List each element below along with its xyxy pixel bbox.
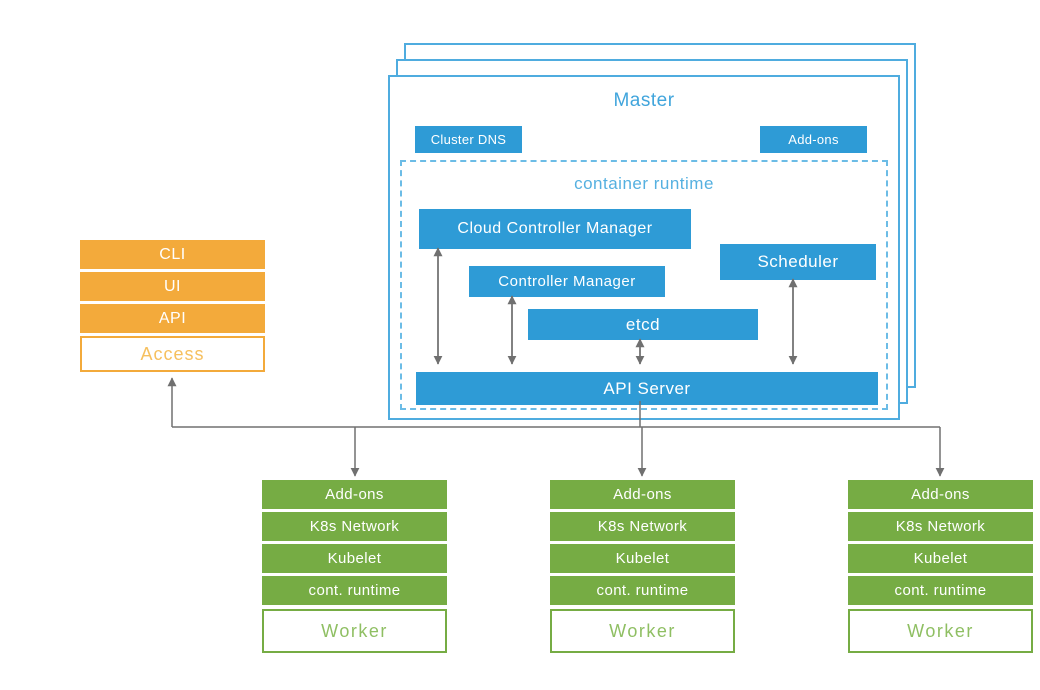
master-box: Master Cluster DNS Add-ons container run… xyxy=(388,75,900,420)
api-node: API xyxy=(80,304,265,333)
scheduler-node: Scheduler xyxy=(720,244,876,280)
worker1-label: Worker xyxy=(262,609,447,653)
worker3-k8s-network-row: K8s Network xyxy=(848,512,1033,541)
etcd-node: etcd xyxy=(528,309,758,340)
worker-node-3: Add-ons K8s Network Kubelet cont. runtim… xyxy=(848,480,1033,655)
container-runtime-title: container runtime xyxy=(574,174,714,193)
worker1-kubelet-row: Kubelet xyxy=(262,544,447,573)
cli-node: CLI xyxy=(80,240,265,269)
addons-node-master: Add-ons xyxy=(760,126,867,153)
cloud-controller-manager-node: Cloud Controller Manager xyxy=(419,209,691,249)
worker2-addons-row: Add-ons xyxy=(550,480,735,509)
worker2-kubelet-row: Kubelet xyxy=(550,544,735,573)
container-runtime-box: container runtime Cloud Controller Manag… xyxy=(400,160,888,410)
worker3-cont-runtime-row: cont. runtime xyxy=(848,576,1033,605)
worker-node-2: Add-ons K8s Network Kubelet cont. runtim… xyxy=(550,480,735,655)
master-title: Master xyxy=(613,90,675,111)
access-stack: CLI UI API Access xyxy=(80,240,265,372)
controller-manager-node: Controller Manager xyxy=(469,266,665,297)
cluster-dns-node: Cluster DNS xyxy=(415,126,522,153)
ui-node: UI xyxy=(80,272,265,301)
worker-node-1: Add-ons K8s Network Kubelet cont. runtim… xyxy=(262,480,447,655)
worker1-addons-row: Add-ons xyxy=(262,480,447,509)
api-server-node: API Server xyxy=(416,372,878,405)
worker3-label: Worker xyxy=(848,609,1033,653)
worker2-cont-runtime-row: cont. runtime xyxy=(550,576,735,605)
worker2-k8s-network-row: K8s Network xyxy=(550,512,735,541)
worker1-k8s-network-row: K8s Network xyxy=(262,512,447,541)
worker1-cont-runtime-row: cont. runtime xyxy=(262,576,447,605)
access-label: Access xyxy=(80,336,265,372)
worker3-kubelet-row: Kubelet xyxy=(848,544,1033,573)
worker3-addons-row: Add-ons xyxy=(848,480,1033,509)
worker2-label: Worker xyxy=(550,609,735,653)
